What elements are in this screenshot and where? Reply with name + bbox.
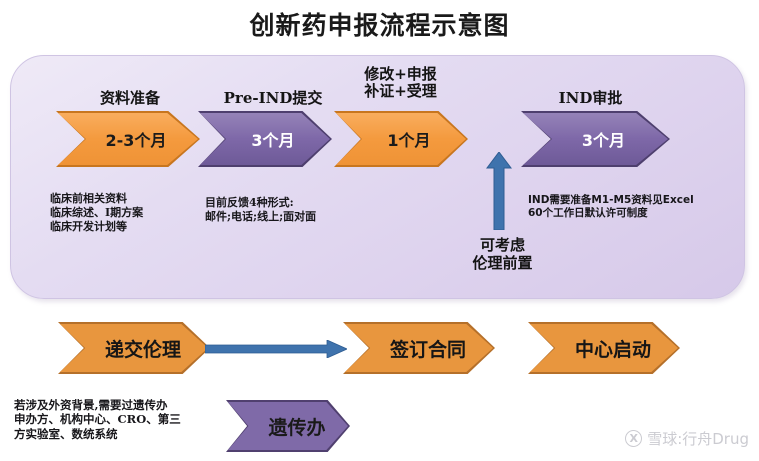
row2-item-3[interactable]: 中心启动 (528, 322, 680, 374)
watermark-text: 雪球:行舟Drug (647, 430, 749, 448)
ethics-up-arrow-icon (486, 152, 512, 230)
note-materials: 临床前相关资料 临床综述、I期方案 临床开发计划等 (50, 192, 144, 233)
row3-label: 遗传办 (268, 416, 326, 439)
step-caption-3: 修改+申报 补证+受理 (364, 65, 437, 100)
row2-item-2[interactable]: 签订合同 (343, 322, 495, 374)
connector-arrow-icon (205, 340, 347, 358)
row2-item-3-body: 中心启动 (530, 324, 678, 372)
row2-item-2-body: 签订合同 (345, 324, 493, 372)
step-duration-2: 3个月 (251, 131, 295, 150)
step-duration-1: 2-3个月 (105, 131, 167, 150)
step-arrow-1[interactable]: 2-3个月 (56, 111, 200, 167)
step-arrow-3[interactable]: 1个月 (334, 111, 468, 167)
row3-item-genetics-office[interactable]: 遗传办 (226, 400, 350, 452)
row2-item-1-body: 递交伦理 (60, 324, 208, 372)
step-caption-2: Pre-IND提交 (223, 89, 323, 107)
note-feedback: 目前反馈4种形式: 邮件;电话;线上;面对面 (205, 196, 317, 223)
ethics-note: 可考虑 伦理前置 (472, 236, 533, 272)
step-arrow-4[interactable]: 3个月 (521, 111, 670, 167)
page-title: 创新药申报流程示意图 (249, 11, 510, 40)
xueqiu-logo-icon: X (625, 430, 643, 447)
step-caption-1: 资料准备 (99, 89, 160, 107)
watermark: X 雪球:行舟Drug (625, 428, 749, 449)
row2-label-1: 递交伦理 (104, 338, 181, 361)
note-ind-dossier: IND需要准备M1-M5资料见Excel 60个工作日默认许可制度 (528, 194, 694, 220)
row2-label-3: 中心启动 (574, 338, 651, 361)
step-arrow-2[interactable]: 3个月 (198, 111, 332, 167)
note-foreign-background: 若涉及外资背景,需要过遗传办 申办方、机构中心、CRO、第三 方实验室、数统系统 (14, 398, 181, 441)
step-duration-3: 1个月 (387, 131, 431, 150)
step-caption-4: IND审批 (558, 89, 623, 107)
step-duration-4: 3个月 (581, 131, 626, 150)
row3-item-body: 遗传办 (228, 402, 348, 450)
row2-label-2: 签订合同 (389, 338, 466, 361)
row2-item-1[interactable]: 递交伦理 (58, 322, 210, 374)
ind-process-panel (10, 55, 745, 299)
